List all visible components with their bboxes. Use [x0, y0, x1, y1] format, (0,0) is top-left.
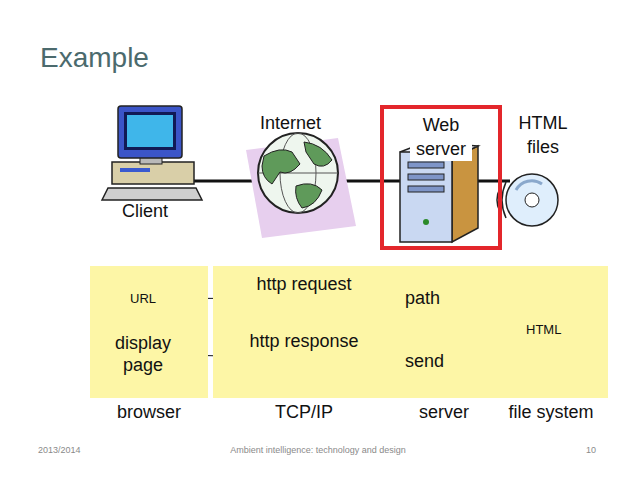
edge-label: http response: [247, 331, 360, 351]
disc-icon: [497, 174, 558, 226]
column-label: TCP/IP: [203, 402, 405, 423]
step-label: HTML: [526, 321, 561, 338]
step-text: URL: [130, 290, 156, 307]
column-box: browserURLdisplay page: [90, 266, 208, 398]
slide-title: Example: [40, 42, 149, 74]
page-number: 10: [586, 443, 596, 458]
column-label: server: [377, 402, 511, 423]
step-text: send: [405, 350, 444, 372]
step-text: path: [405, 287, 440, 309]
footer-date: 2013/2014: [38, 443, 81, 458]
computer-icon: [102, 106, 202, 200]
node-caption: HTML files: [508, 111, 578, 159]
server-box: Web server: [380, 105, 502, 250]
edge-label: http request: [254, 274, 353, 294]
column-label: file system: [484, 402, 618, 423]
step-label: URL: [130, 290, 156, 307]
step-label: send: [405, 350, 444, 372]
node-caption: Internet: [260, 111, 321, 135]
column-label: browser: [80, 402, 218, 423]
step-label: display page: [106, 332, 180, 376]
node-caption: Client: [122, 199, 168, 223]
column-box: file systemHTML: [494, 266, 608, 398]
footer-text: Ambient intelligence: technology and des…: [140, 443, 496, 458]
column-box: serverpathsend: [387, 266, 501, 398]
step-label: path: [405, 287, 440, 309]
globe-icon: [246, 133, 356, 238]
step-text: display page: [106, 332, 180, 376]
step-text: HTML: [526, 321, 561, 338]
server-label: Web server: [410, 113, 472, 161]
